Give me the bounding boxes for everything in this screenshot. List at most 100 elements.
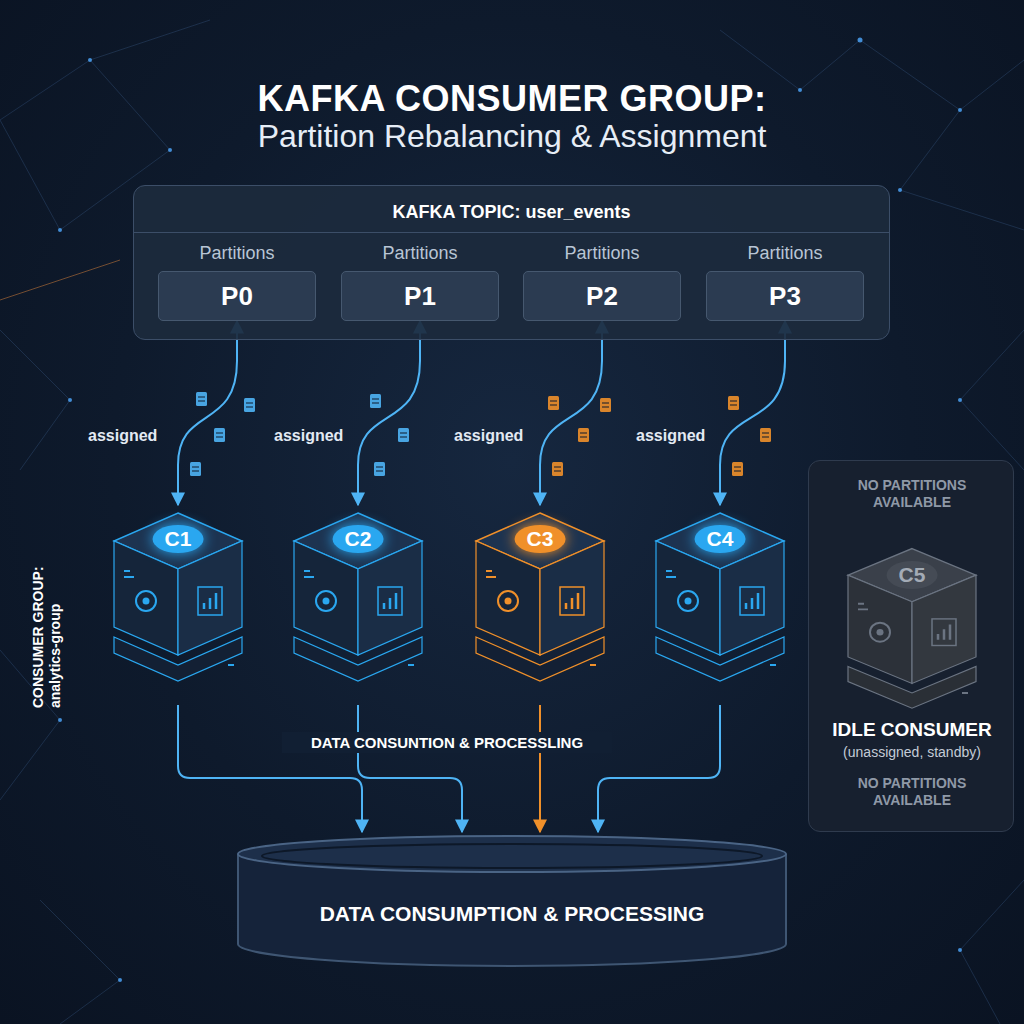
connector: [540, 321, 602, 505]
connector: [358, 705, 462, 832]
message-icon: [552, 462, 563, 476]
chart-icon: [740, 587, 764, 615]
cube-right: [358, 541, 422, 655]
subtitle: Partition Rebalancing & Assignment: [0, 118, 1024, 155]
connector: [178, 321, 237, 505]
data-store: DATA CONSUMPTION & PROCESSING: [232, 832, 792, 972]
message-lines: [372, 399, 379, 403]
message-icon: [374, 462, 385, 476]
cube-base: [294, 637, 422, 681]
message-icon: [398, 428, 409, 442]
partition-cell: P0: [158, 271, 316, 321]
partition-heading: Partitions: [158, 241, 316, 265]
chart-bars: [938, 625, 950, 640]
group-label: CONSUMER GROUP: analytics-group: [30, 518, 64, 708]
message-icon: [214, 428, 225, 442]
message-icon: [578, 428, 589, 442]
chart-bars: [566, 593, 578, 609]
partition-id: P2: [586, 281, 618, 312]
partition-heading: Partitions: [341, 241, 499, 265]
partition-heading: Partitions: [523, 241, 681, 265]
consumer-node: C2: [288, 505, 428, 705]
cylinder-rim: [262, 844, 762, 868]
message-lines: [216, 433, 223, 437]
gear-hub: [323, 598, 330, 605]
partition-box: PartitionsP2: [523, 241, 681, 321]
divider: [134, 232, 889, 233]
message-lines: [376, 467, 383, 471]
idle-detail: (unassigned, standby): [823, 744, 1001, 761]
consumer-id: C2: [333, 525, 384, 553]
chart-bars: [204, 593, 216, 609]
edge-label: assigned: [272, 426, 345, 446]
cube-left: [476, 541, 540, 655]
idle-heading: IDLE CONSUMER: [823, 719, 1001, 742]
partition-box: PartitionsP3: [706, 241, 864, 321]
title: KAFKA CONSUMER GROUP:: [0, 78, 1024, 120]
message-lines: [400, 433, 407, 437]
message-lines: [192, 467, 199, 471]
topic-panel: KAFKA TOPIC: user_eventsPartitionsP0 Part…: [133, 185, 890, 340]
gear-icon: [498, 591, 518, 611]
partition-id: P0: [221, 281, 253, 312]
consumer-node: C4: [650, 505, 790, 705]
message-lines: [762, 433, 769, 437]
cube-left: [848, 575, 912, 683]
gear-icon: [136, 591, 156, 611]
topic-heading: KAFKA TOPIC: user_events: [134, 202, 889, 223]
partition-cell: P2: [523, 271, 681, 321]
cube-left: [294, 541, 358, 655]
connector: [720, 321, 785, 505]
cube-base: [114, 637, 242, 681]
message-icon: [760, 428, 771, 442]
chart-icon: [560, 587, 584, 615]
cube-left: [114, 541, 178, 655]
message-lines: [580, 433, 587, 437]
message-lines: [198, 397, 205, 401]
message-lines: [734, 467, 741, 471]
consumer-id: C1: [153, 525, 204, 553]
partition-cell: P3: [706, 271, 864, 321]
chart-icon: [198, 587, 222, 615]
connector: [358, 321, 420, 505]
consumer-id: C5: [887, 561, 938, 589]
message-lines: [550, 401, 557, 405]
status-lights: [486, 571, 596, 665]
message-icon: [196, 392, 207, 406]
cube-left: [656, 541, 720, 655]
edge-label: assigned: [86, 426, 159, 446]
message-icon: [244, 398, 255, 412]
cylinder-top: [238, 836, 786, 872]
chart-icon: [378, 587, 402, 615]
partition-box: PartitionsP1: [341, 241, 499, 321]
cube-right: [720, 541, 784, 655]
message-lines: [730, 401, 737, 405]
status-lights: [304, 571, 414, 665]
cube-right: [178, 541, 242, 655]
consumer-node: C1: [108, 505, 248, 705]
consumer-id: C3: [515, 525, 566, 553]
chart-bars: [746, 593, 758, 609]
status-lights: [124, 571, 234, 665]
consumer-node: C3: [470, 505, 610, 705]
message-lines: [246, 403, 253, 407]
partition-id: P1: [404, 281, 436, 312]
cube-right: [912, 575, 976, 683]
status-lights: [666, 571, 776, 665]
status-lights: [858, 604, 968, 693]
idle-note: NO PARTITIONS AVAILABLE: [823, 477, 1001, 511]
message-icons: [190, 392, 771, 476]
message-lines: [602, 403, 609, 407]
gear-icon: [678, 591, 698, 611]
message-icon: [600, 398, 611, 412]
store-label: DATA CONSUMPTION & PROCESSING: [232, 902, 792, 926]
cube-base: [848, 666, 976, 708]
cube-base: [476, 637, 604, 681]
idle-panel: NO PARTITIONS AVAILABLE IDLE CONSUMER (una…: [808, 460, 1014, 832]
gear-hub: [685, 598, 692, 605]
partition-id: P3: [769, 281, 801, 312]
connector: [539, 705, 541, 832]
idle-note: NO PARTITIONS AVAILABLE: [823, 775, 1001, 809]
chart-icon: [932, 619, 956, 646]
gear-hub: [143, 598, 150, 605]
